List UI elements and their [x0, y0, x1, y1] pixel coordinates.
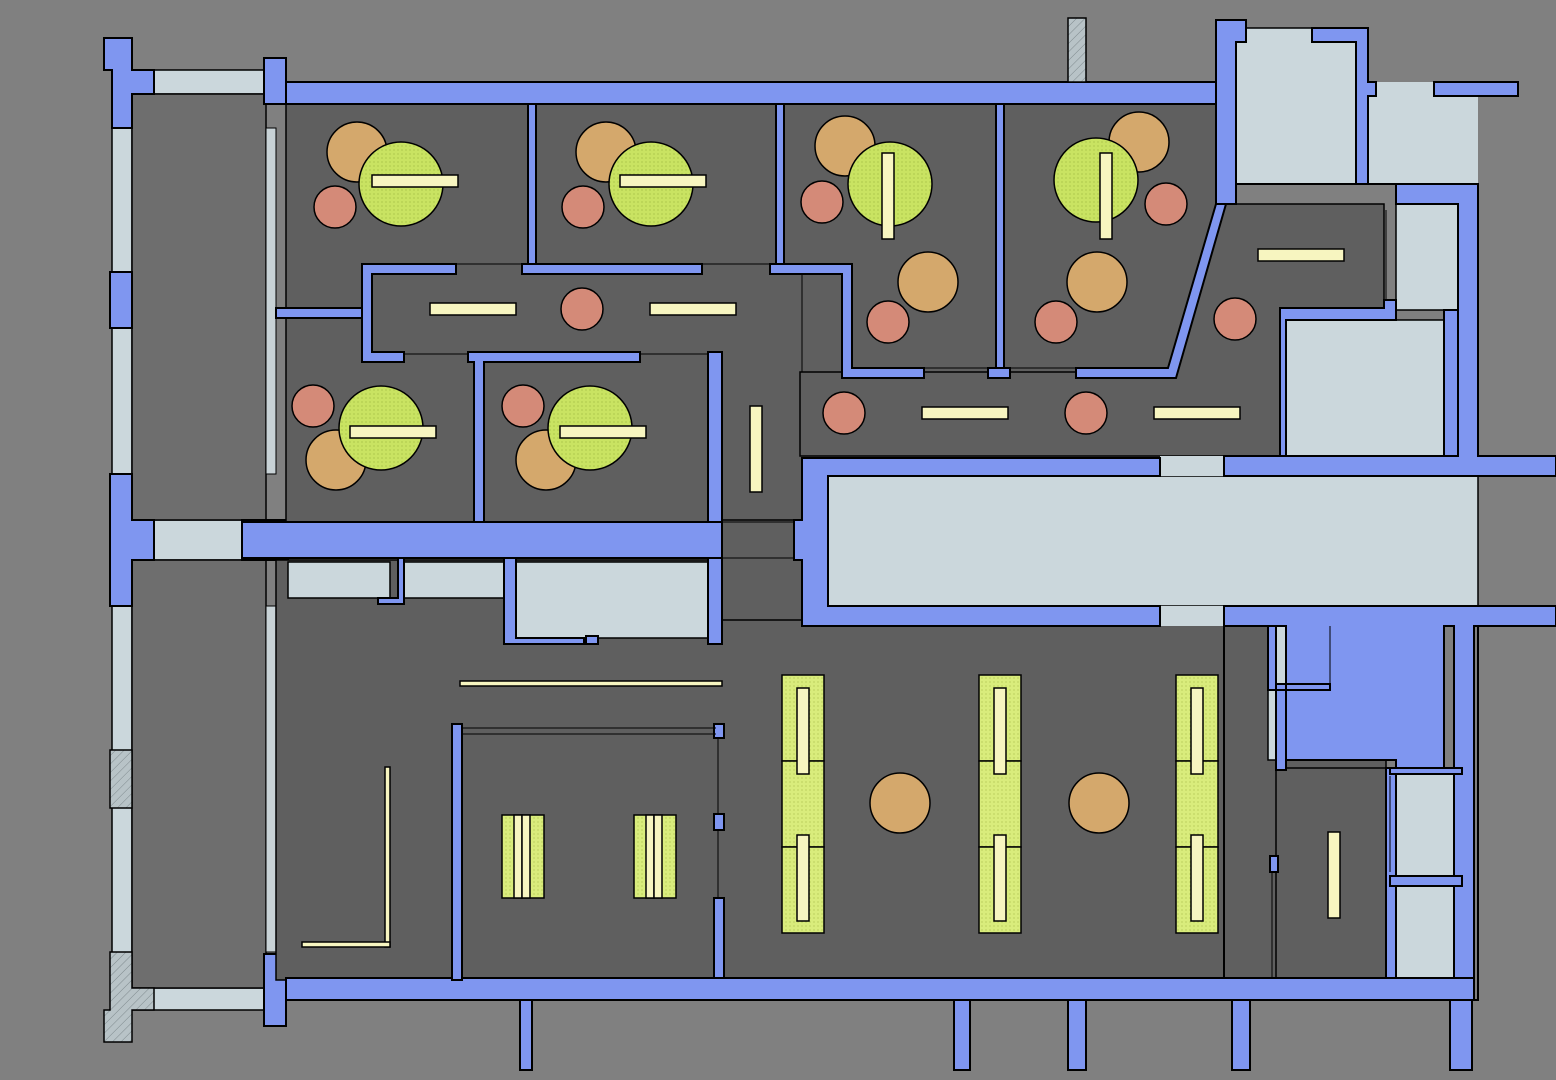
stool: [561, 185, 605, 229]
bench: [649, 302, 737, 316]
bench: [459, 680, 723, 687]
bench: [749, 405, 763, 493]
stool: [501, 384, 545, 428]
stool: [1034, 300, 1078, 344]
stool: [800, 180, 844, 224]
bench: [1257, 248, 1345, 262]
stool: [291, 384, 335, 428]
bench: [349, 425, 437, 439]
round-table: [1068, 772, 1130, 834]
desk-blocks: [501, 674, 1219, 934]
bench: [921, 406, 1009, 420]
round-table: [1053, 137, 1139, 223]
stool: [822, 391, 866, 435]
round-table: [869, 772, 931, 834]
stool: [1144, 182, 1188, 226]
desk-block: [781, 760, 825, 848]
stool: [1213, 297, 1257, 341]
desk-block: [1175, 760, 1219, 848]
bench: [559, 425, 647, 439]
stool: [866, 300, 910, 344]
round-table: [897, 251, 959, 313]
bench: [1153, 406, 1241, 420]
stool: [560, 287, 604, 331]
bench: [429, 302, 517, 316]
round-tables: [291, 111, 1257, 834]
bench: [371, 174, 459, 188]
round-table: [1066, 251, 1128, 313]
bench: [1099, 152, 1113, 240]
bench: [384, 766, 391, 948]
desk-block: [978, 760, 1022, 848]
stool: [1064, 391, 1108, 435]
bench: [301, 941, 391, 948]
bench: [619, 174, 707, 188]
walls: [241, 17, 1556, 1071]
bench: [1327, 831, 1341, 919]
bench: [881, 152, 895, 240]
partitions: [404, 210, 1391, 872]
benches: [301, 152, 1345, 948]
stool: [313, 185, 357, 229]
left-facade: [103, 37, 289, 1043]
